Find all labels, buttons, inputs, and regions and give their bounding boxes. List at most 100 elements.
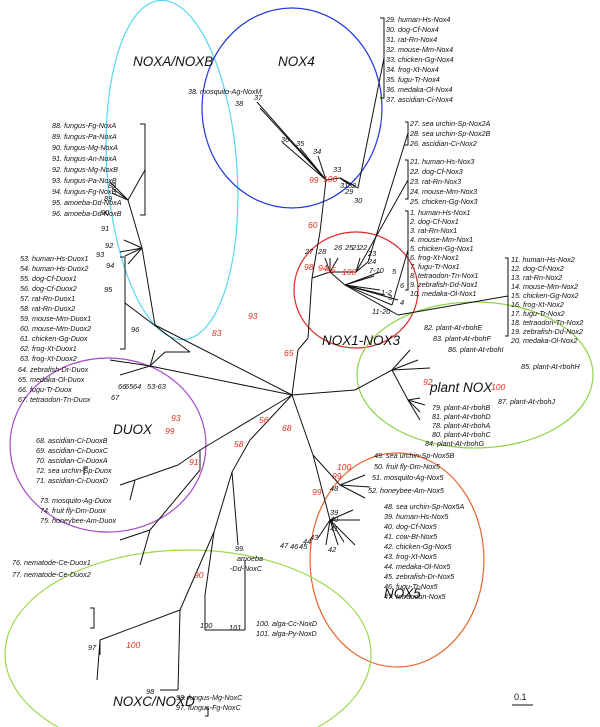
group-title-duox: DUOX (113, 422, 153, 437)
list-item: 81. plant-At-rbohD (432, 412, 491, 421)
list-item: 88. fungus-Fg-NoxA (52, 121, 117, 130)
bootstrap-value: 99 (312, 487, 322, 497)
nox4-ellipse (201, 7, 383, 209)
label-list-duox-nematode: 76. nematode-Ce-Duox1 77. nematode-Ce-Du… (12, 558, 91, 579)
list-item: 66. fugu-Tr-Duox (18, 385, 72, 394)
list-item: 22. dog-Cf-Nox3 (409, 167, 463, 176)
list-item: 3. rat-Rn-Nox1 (410, 226, 457, 235)
list-item: 64. zebrafish-Dr-Duox (18, 365, 89, 374)
list-item: 61. chicken-Gg-Duox (20, 334, 88, 343)
node-label: 89 (104, 194, 112, 203)
list-item: 62. frog-Xt-Duox1 (20, 344, 77, 353)
bootstrap-value: 100 (126, 640, 141, 650)
list-item: 87. plant-At-rbohJ (498, 397, 556, 406)
node-label: 48 (330, 484, 339, 493)
group-title-nox5: NOX5 (384, 586, 421, 601)
label-list-plant-top: 82. plant-At-rbohE 83. plant-At-rbohF 86… (424, 323, 504, 354)
scale-bar: 0.1 (512, 692, 533, 706)
label-list-duox-fish: 64. zebrafish-Dr-Duox 65. medaka-Ol-Duox… (18, 365, 91, 404)
node-label: 27 (304, 247, 314, 256)
list-item: 53. human-Hs-Duox1 (20, 254, 88, 263)
bootstrap-value: 100 (323, 174, 338, 184)
label-amoeba-noxc: 99. amoeba -Dd-NoxC (230, 544, 263, 573)
list-item: 55. dog-Cf-Duox1 (20, 274, 77, 283)
list-item: 15. chicken-Gg-Nox2 (511, 291, 579, 300)
list-item: 32. mouse-Mm-Nox4 (386, 45, 453, 54)
list-item: 24. mouse-Mm-Nox3 (409, 187, 477, 196)
group-title-plant-nox: plant NOX (429, 380, 493, 395)
nox5-ellipse (309, 452, 485, 668)
node-label: 22 (358, 243, 367, 252)
bootstrap-value: 56 (259, 415, 269, 425)
node-label: 30 (354, 196, 363, 205)
nox1-nox3-ellipse (293, 231, 419, 349)
duox-ellipse (9, 357, 207, 533)
list-item: 21. human-Hs-Nox3 (409, 157, 474, 166)
group-title-noxc-noxd: NOXC/NOXD (113, 694, 195, 709)
list-item: 41. cow-Bt-Nox5 (384, 532, 438, 541)
list-item: 27. sea urchin-Sp-Nox2A (409, 119, 491, 128)
bootstrap-value: 90 (194, 570, 204, 580)
list-item: 28. sea urchin-Sp-Nox2B (409, 129, 491, 138)
node-label: 91 (101, 224, 109, 233)
list-item: 97. fungus-Fg-NoxC (176, 703, 242, 712)
node-label: 5 (392, 267, 397, 276)
list-item: 20. medaka-Ol-Nox2 (510, 336, 577, 345)
list-item: 6. frog-Xt-Nox1 (410, 253, 459, 262)
label-list-nox5-invertebrate: 49. sea urchin-Sp-Nox5B 50. fruit fly-Dm… (368, 451, 455, 495)
node-label: 92 (105, 241, 113, 250)
list-item: 59. mouse-Mm-Duox1 (20, 314, 91, 323)
node-label: 28 (317, 247, 327, 256)
bootstrap-value: 91 (189, 457, 199, 467)
list-item: amoeba (237, 554, 263, 563)
node-label: 7-10 (369, 266, 385, 275)
list-item: 54. human-Hs-Duox2 (20, 264, 88, 273)
list-item: 89. fungus-Pa-NoxA (52, 132, 117, 141)
list-item: 51. mosquito-Ag-Nox5 (372, 473, 445, 482)
list-item: 47. tetraodon-Nox5 (384, 592, 447, 601)
label-list-nox2a: 27. sea urchin-Sp-Nox2A 28. sea urchin-S… (409, 119, 491, 148)
group-title-noxa-noxb: NOXA/NOXB (133, 54, 213, 69)
list-item: 56. dog-Cf-Duox2 (20, 284, 77, 293)
list-item: -Dd-NoxC (230, 564, 263, 573)
list-item: 14. mouse-Mm-Nox2 (511, 282, 578, 291)
list-item: 37. ascidian-Ci-Nox4 (386, 95, 453, 104)
label-list-duox-ascidian: 68. ascidian-Ci-DuoxB 69. ascidian-Ci-Du… (36, 436, 112, 485)
bootstrap-value: 65 (284, 348, 294, 358)
node-label: 1-2 (381, 288, 392, 297)
node-label: 65 (125, 382, 134, 391)
list-item: 49. sea urchin-Sp-Nox5B (374, 451, 455, 460)
label-brackets (83, 17, 509, 717)
list-item: 39. human-Hs-Nox5 (384, 512, 449, 521)
list-item: 77. nematode-Ce-Duox2 (12, 570, 91, 579)
list-item: 91. fungus-An-NoxA (52, 154, 117, 163)
label-mosquito-noxm: 38. mosquito-Ag-NoxM (188, 87, 262, 96)
node-label: 66 (118, 382, 127, 391)
list-item: 98. fungus-Mg-NoxC (176, 693, 243, 702)
list-item: 82. plant-At-rbohE (424, 323, 483, 332)
list-item: 31. rat-Rn-Nox4 (386, 35, 437, 44)
list-item: 79. plant-At-rbohB (432, 403, 491, 412)
list-item: 33. chicken-Gg-Nox4 (386, 55, 454, 64)
list-item: 46. fugu-Tr-Nox5 (384, 582, 439, 591)
label-list-duox-mammal: 53. human-Hs-Duox1 54. human-Hs-Duox2 55… (20, 254, 91, 363)
list-item: 71. ascidian-Ci-DuoxD (36, 476, 108, 485)
list-item: 19. zebrafish-Dd-Nox2 (511, 327, 583, 336)
node-label: 47 (280, 541, 289, 550)
label-list-nox4: 29. human-Hs-Nox4 30. dog-Cf-Nox4 31. ra… (385, 15, 454, 104)
list-item: 40. dog-Cf-Nox5 (384, 522, 438, 531)
list-item: 86. plant-At-rbohI (448, 345, 504, 354)
noxc-noxd-ellipse (4, 549, 372, 727)
list-item: 94. fungus-Fg-NoxB (52, 187, 117, 196)
list-item: 84. plant-At-rbohG (425, 439, 485, 448)
node-label: 11-20 (372, 307, 391, 316)
list-item: 57. rat-Rn-Duox1 (20, 294, 75, 303)
label-list-plant-hj: 85. plant-At-rbohH 87. plant-At-rbohJ (498, 362, 581, 406)
node-label: 29 (344, 187, 353, 196)
list-item: 43. frog-Xt-Nox5 (384, 552, 438, 561)
list-item: 12. dog-Cf-Nox2 (511, 264, 564, 273)
list-item: 2. dog-Cf-Nox1 (409, 217, 459, 226)
list-item: 44. medaka-Ol-Nox5 (384, 562, 451, 571)
bootstrap-value: 68 (282, 423, 292, 433)
list-item: 63. frog-Xt-Duox2 (20, 354, 77, 363)
